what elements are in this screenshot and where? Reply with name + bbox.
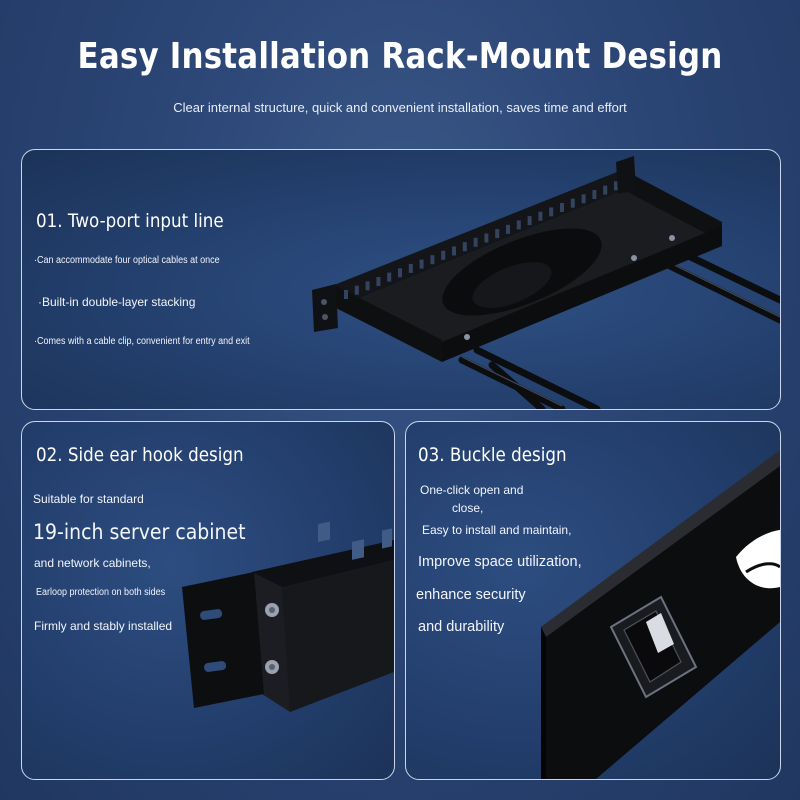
vent-slot <box>408 263 413 273</box>
feature-card-buckle: 03. Buckle design One-click open and clo… <box>405 421 781 780</box>
buckle-image <box>541 450 780 779</box>
feature-line: and network cabinets, <box>34 556 151 570</box>
vent-slot <box>538 211 543 221</box>
vent-slot <box>581 194 586 204</box>
vent-slot <box>452 246 456 256</box>
vent-slot <box>506 224 510 234</box>
vent-slot <box>484 233 489 243</box>
feature-line: Firmly and stably installed <box>34 619 173 633</box>
vent-slot <box>344 290 348 299</box>
vent-slot <box>430 255 435 265</box>
feature-line: Easy to install and maintain, <box>422 523 572 537</box>
vent-slot <box>592 190 597 199</box>
page-title: Easy Installation Rack-Mount Design <box>77 36 723 77</box>
vent-slot <box>516 220 521 230</box>
vent-slot <box>495 229 500 239</box>
feature-line: One-click open and <box>420 483 524 497</box>
feature-line-highlight: 19-inch server cabinet <box>33 520 246 544</box>
page-subtitle: Clear internal structure, quick and conv… <box>173 100 627 115</box>
vent-slot <box>560 203 564 212</box>
feature-line: ·Can accommodate four optical cables at … <box>34 255 220 266</box>
feature-line: Earloop protection on both sides <box>36 587 166 598</box>
feature-card-side-ear-hook: 02. Side ear hook design Suitable for st… <box>21 421 395 780</box>
feature-line: Improve space utilization, <box>418 554 582 570</box>
feature-line: ·Built-in double-layer stacking <box>38 295 196 309</box>
feature-line: enhance security <box>416 587 526 603</box>
ear-hook-image <box>182 521 394 712</box>
vent-slot <box>570 198 575 208</box>
vent-slot <box>549 207 554 217</box>
vent-slot <box>441 250 446 260</box>
vent-slot <box>354 285 359 295</box>
feature-heading: 03. Buckle design <box>418 444 567 466</box>
feature-line: and durability <box>418 619 505 635</box>
vent-slot <box>527 216 532 226</box>
vent-slot <box>614 181 618 191</box>
vent-slot <box>398 268 402 278</box>
vent-slot <box>376 277 381 286</box>
feature-line: close, <box>452 501 484 515</box>
feature-heading: 02. Side ear hook design <box>36 444 244 466</box>
feature-card-two-port-input: 01. Two-port input line ·Can accommodate… <box>21 149 781 410</box>
vent-slot <box>365 281 370 291</box>
fiber-tray-image <box>312 156 780 409</box>
vent-slot <box>603 185 608 195</box>
feature-line: ·Comes with a cable clip, convenient for… <box>34 336 250 347</box>
vent-slot <box>462 242 467 252</box>
vent-slot <box>473 237 478 247</box>
feature-line: Suitable for standard <box>33 492 144 506</box>
feature-heading: 01. Two-port input line <box>36 210 224 232</box>
vent-slot <box>419 259 424 269</box>
vent-slot <box>387 272 392 282</box>
